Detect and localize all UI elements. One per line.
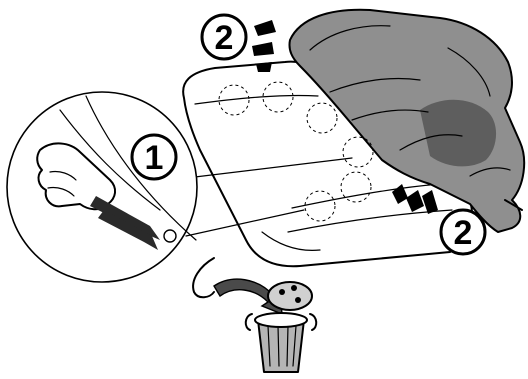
step-one-label: 1 — [145, 139, 164, 177]
step-two-right-label: 2 — [454, 214, 473, 252]
trash-bin-icon — [246, 282, 317, 372]
zoom-detail-circle — [7, 92, 197, 282]
trash-lid — [268, 282, 312, 310]
motion-marks — [254, 20, 276, 36]
step-one-callout: 1 — [132, 135, 176, 179]
step-two-top-callout: 2 — [202, 15, 276, 72]
step-two-top-label: 2 — [215, 19, 234, 57]
discard-clip — [193, 258, 282, 314]
